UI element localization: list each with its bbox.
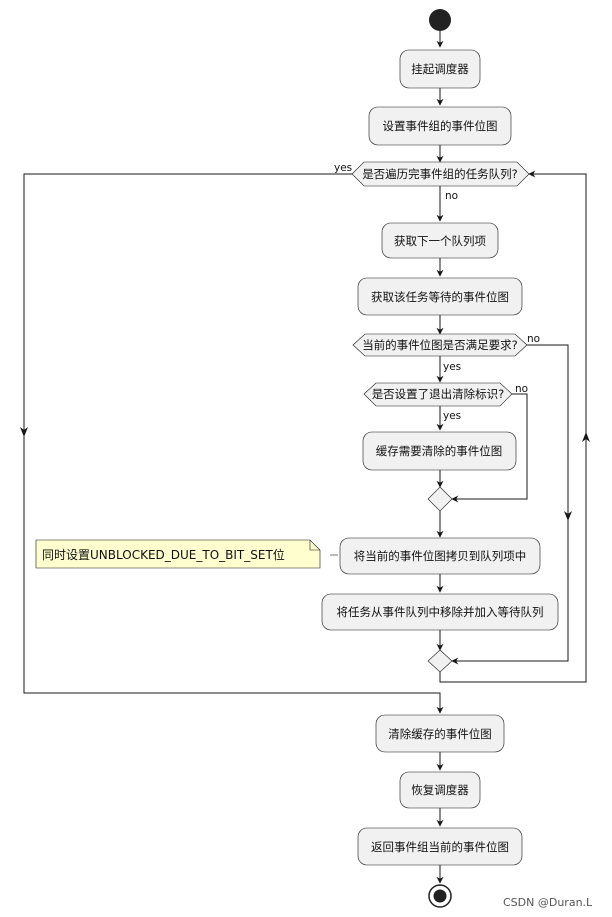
- label-satisfied-yes: yes: [443, 361, 461, 373]
- note-unblocked-flag: 同时设置UNBLOCKED_DUE_TO_BIT_SET位: [35, 539, 321, 569]
- label-list-done-yes: yes: [334, 162, 352, 174]
- arrow-right-down: [564, 511, 572, 521]
- decision-list-done: 是否遍历完事件组的任务队列?: [351, 161, 530, 187]
- svg-text:缓存需要清除的事件位图: 缓存需要清除的事件位图: [376, 444, 503, 458]
- svg-text:设置事件组的事件位图: 设置事件组的事件位图: [383, 119, 498, 133]
- merge-diamond-1: [427, 486, 453, 512]
- end-node: [428, 884, 452, 908]
- action-suspend-scheduler: 挂起调度器: [399, 49, 481, 89]
- decision-bits-satisfied: 当前的事件位图是否满足要求?: [352, 333, 528, 357]
- action-move-task: 将任务从事件队列中移除并加入等待队列: [321, 593, 559, 631]
- action-copy-bits: 将当前的事件位图拷贝到队列项中: [339, 537, 541, 575]
- svg-text:是否遍历完事件组的任务队列?: 是否遍历完事件组的任务队列?: [362, 167, 518, 181]
- arrow-left-down: [20, 427, 28, 437]
- action-cache-clear-bits: 缓存需要清除的事件位图: [362, 431, 517, 471]
- svg-text:将任务从事件队列中移除并加入等待队列: 将任务从事件队列中移除并加入等待队列: [337, 605, 544, 619]
- svg-text:挂起调度器: 挂起调度器: [411, 62, 469, 76]
- svg-text:是否设置了退出清除标识?: 是否设置了退出清除标识?: [372, 387, 505, 401]
- svg-text:清除缓存的事件位图: 清除缓存的事件位图: [388, 727, 492, 741]
- svg-text:获取该任务等待的事件位图: 获取该任务等待的事件位图: [371, 290, 509, 304]
- label-clear-no: no: [515, 383, 528, 395]
- label-list-done-no: no: [445, 190, 458, 202]
- svg-text:当前的事件位图是否满足要求?: 当前的事件位图是否满足要求?: [362, 338, 518, 352]
- action-clear-cached-bits: 清除缓存的事件位图: [375, 714, 505, 753]
- svg-text:同时设置UNBLOCKED_DUE_TO_BIT_SET位: 同时设置UNBLOCKED_DUE_TO_BIT_SET位: [42, 547, 285, 562]
- watermark: CSDN @Duran.L: [503, 896, 593, 909]
- svg-text:将当前的事件位图拷贝到队列项中: 将当前的事件位图拷贝到队列项中: [354, 549, 527, 563]
- decision-clear-on-exit: 是否设置了退出清除标识?: [363, 382, 513, 407]
- edge-clear-no: [451, 393, 528, 503]
- merge-diamond-2: [427, 649, 453, 673]
- label-satisfied-no: no: [527, 333, 540, 345]
- svg-text:返回事件组当前的事件位图: 返回事件组当前的事件位图: [371, 840, 509, 854]
- start-node: [429, 9, 451, 31]
- action-resume-scheduler: 恢复调度器: [399, 771, 481, 809]
- label-clear-yes: yes: [443, 410, 461, 422]
- svg-text:获取下一个队列项: 获取下一个队列项: [394, 234, 486, 248]
- action-get-next-item: 获取下一个队列项: [381, 222, 499, 259]
- svg-text:恢复调度器: 恢复调度器: [411, 783, 469, 797]
- action-get-wait-bits: 获取该任务等待的事件位图: [357, 277, 523, 316]
- arrow-right-up: [582, 432, 590, 442]
- action-set-event-bits: 设置事件组的事件位图: [368, 106, 512, 146]
- action-return-bits: 返回事件组当前的事件位图: [357, 827, 523, 866]
- edges: [20, 31, 590, 884]
- edge-loop-back: [439, 170, 587, 683]
- edge-decision-yes: [23, 173, 444, 714]
- edge-satisfied-no: [451, 344, 569, 665]
